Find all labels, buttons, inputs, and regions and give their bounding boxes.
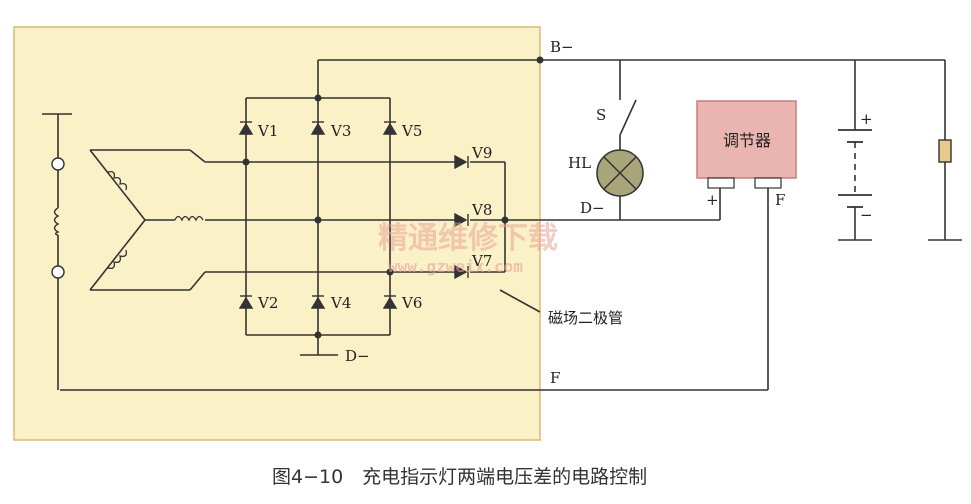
field-diodes xyxy=(454,154,469,280)
label-battery-plus: + xyxy=(860,110,873,128)
regulator-box xyxy=(696,100,797,189)
diode-v7-icon xyxy=(454,264,468,280)
label-v3: V3 xyxy=(330,122,351,140)
label-v9: V9 xyxy=(471,144,492,162)
diode-v4-icon xyxy=(310,296,326,309)
label-v1: V1 xyxy=(257,122,278,140)
diode-v6-icon xyxy=(382,296,398,309)
alternator-panel xyxy=(13,26,541,441)
watermark-cn: 精通维修下载 xyxy=(378,221,558,256)
battery-symbol xyxy=(838,129,872,208)
label-d-minus-lamp: D− xyxy=(580,199,605,217)
diodes-lower xyxy=(238,295,398,309)
label-v4: V4 xyxy=(330,294,351,312)
switch-s-icon xyxy=(619,99,637,136)
label-field-diode: 磁场二极管 xyxy=(548,309,623,327)
figure-caption: 图4−10 充电指示灯两端电压差的电路控制 xyxy=(272,466,647,488)
label-f-bottom: F xyxy=(550,369,560,387)
junction-dots xyxy=(242,56,544,339)
diodes-upper xyxy=(238,121,398,135)
label-reg-f: F xyxy=(775,191,785,209)
diode-v8-icon xyxy=(454,212,468,228)
regulator-label: 调节器 xyxy=(723,131,771,150)
stator-coil-icons xyxy=(107,170,204,270)
label-reg-plus: + xyxy=(706,191,719,209)
label-s: S xyxy=(596,106,606,124)
load-resistor xyxy=(938,139,952,163)
label-v8: V8 xyxy=(471,201,492,219)
field-coil-icon xyxy=(51,157,65,279)
diode-v5-icon xyxy=(382,122,398,135)
label-d-minus-bottom: D− xyxy=(345,347,370,365)
label-v6: V6 xyxy=(401,294,422,312)
watermark-url: www.gzweix.com xyxy=(388,257,523,276)
label-v2: V2 xyxy=(257,294,278,312)
label-hl: HL xyxy=(568,154,591,172)
label-v7: V7 xyxy=(471,252,492,270)
label-b-minus: B− xyxy=(550,38,574,56)
diode-v9-icon xyxy=(454,154,468,170)
label-battery-minus: − xyxy=(860,206,873,224)
diode-v2-icon xyxy=(238,296,254,309)
diode-v3-icon xyxy=(310,122,326,135)
lamp-hl-icon xyxy=(596,149,644,197)
label-v5: V5 xyxy=(401,122,422,140)
diode-v1-icon xyxy=(238,122,254,135)
